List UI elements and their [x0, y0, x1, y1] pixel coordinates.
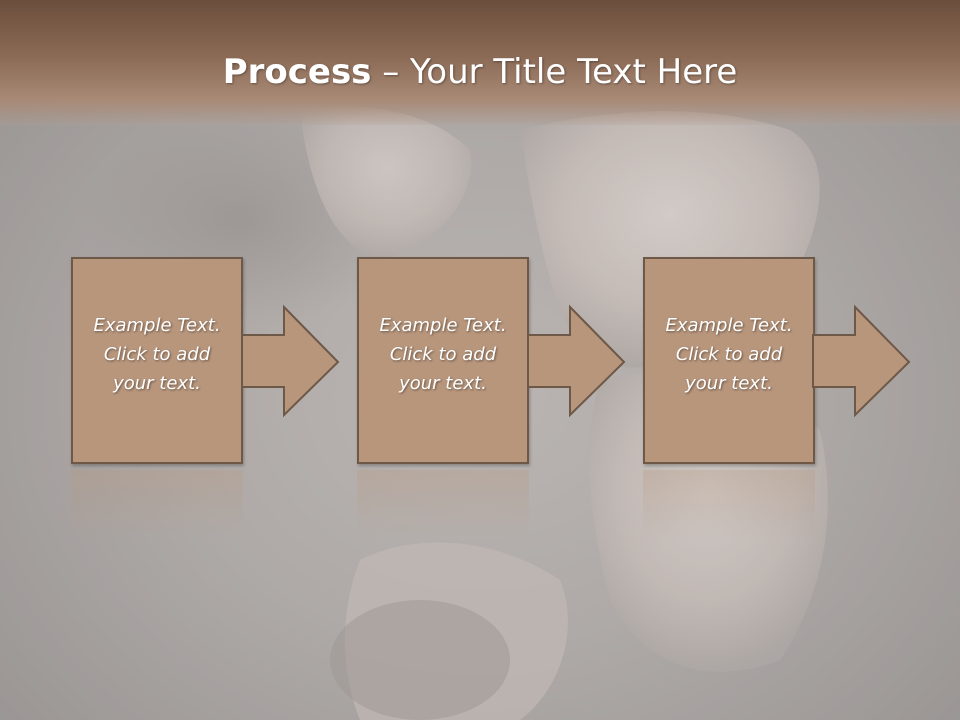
step-reflection	[357, 470, 529, 540]
step-text-line: Click to add	[675, 344, 783, 365]
step-text-line: your text.	[685, 373, 773, 394]
step-text-line: Example Text.	[379, 315, 507, 336]
step-text-line: Example Text.	[665, 315, 793, 336]
arrow-right-icon	[812, 304, 911, 418]
title-rest: – Your Title Text Here	[371, 52, 738, 92]
step-text: Example Text. Click to add your text.	[367, 311, 519, 398]
step-text-line: your text.	[113, 373, 201, 394]
process-step-2[interactable]: Example Text. Click to add your text.	[357, 257, 529, 464]
process-step-3[interactable]: Example Text. Click to add your text.	[643, 257, 815, 464]
step-text-line: Click to add	[103, 344, 211, 365]
title-bold: Process	[222, 52, 372, 92]
arrow-right-icon	[241, 304, 340, 418]
step-text-line: Click to add	[389, 344, 497, 365]
step-text-line: your text.	[399, 373, 487, 394]
step-reflection	[643, 470, 815, 540]
step-text: Example Text. Click to add your text.	[653, 311, 805, 398]
title-bar	[0, 0, 960, 125]
process-step-1[interactable]: Example Text. Click to add your text.	[71, 257, 243, 464]
arrow-right-icon	[527, 304, 626, 418]
step-text: Example Text. Click to add your text.	[81, 311, 233, 398]
step-reflection	[71, 470, 243, 540]
step-text-line: Example Text.	[93, 315, 221, 336]
slide-title[interactable]: Process – Your Title Text Here	[0, 52, 960, 92]
